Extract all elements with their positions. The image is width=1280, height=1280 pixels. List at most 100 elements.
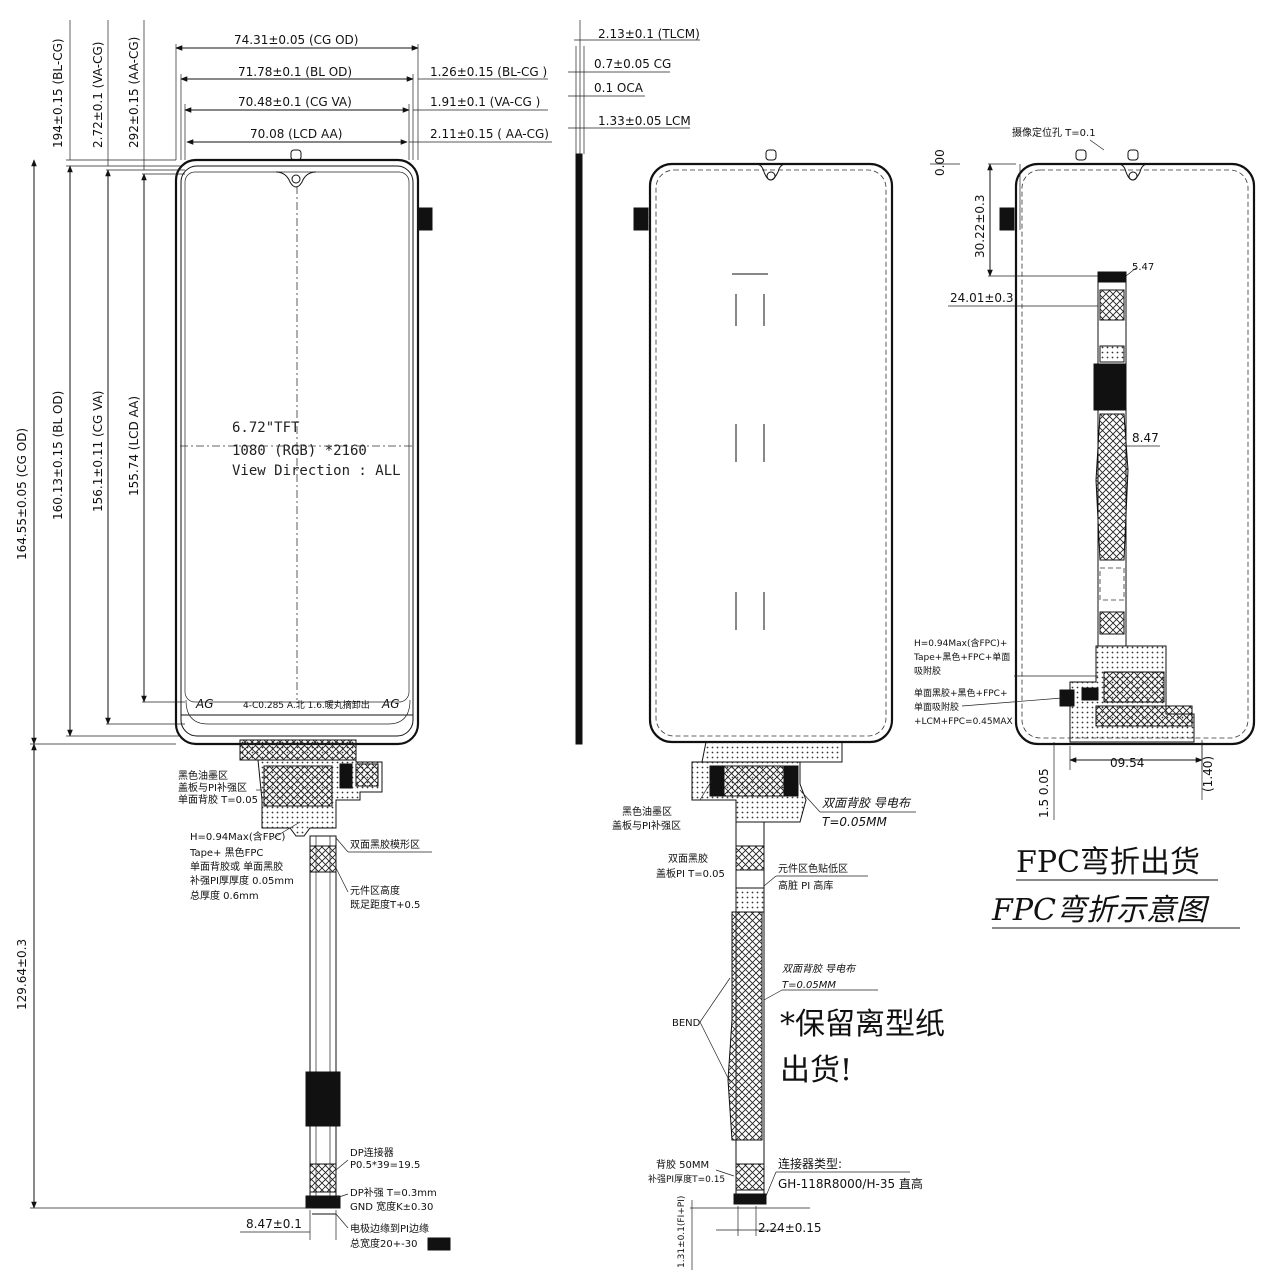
back-note-tape-1: 双面黑胶: [668, 852, 708, 865]
back-fpc-bend-area: [727, 911, 763, 1141]
keep-liner-line-1: *保留离型纸: [780, 1007, 945, 1042]
note-height-1: H=0.94Max(含FPC): [190, 830, 286, 843]
note-height-5: 总厚度 0.6mm: [190, 889, 259, 902]
bottom-note: 4-C0.285 A.北 1.6.暖丸摘卸出: [243, 699, 370, 711]
dim-left-aa-cg: 292±0.15 (AA-CG): [127, 37, 141, 148]
back-note-component-1: 元件区色贴低区: [778, 862, 848, 875]
back-fpc-head: [701, 741, 843, 763]
bend-note-total-3: +LCM+FPC=0.45MAX: [914, 717, 1013, 727]
bend-note-height-3: 吸附胶: [914, 665, 941, 677]
front-view: 6.72"TFT 1080 (RGB) *2160 View Direction…: [15, 20, 552, 1251]
back-note-conductive-2a: 双面背胶 导电布: [782, 963, 857, 975]
note-dp-2: P0.5*39=19.5: [350, 1160, 420, 1171]
front-fpc-black-band: [305, 1071, 341, 1127]
spec-size: 6.72"TFT: [232, 420, 300, 436]
dim-height-cg-od: 164.55±0.05 (CG OD): [15, 428, 29, 560]
front-fpc-tail: [309, 835, 337, 1207]
note-dp-1: DP连接器: [350, 1146, 394, 1159]
bend-dim-30: 30.22±0.3: [973, 195, 987, 259]
back-note-connector-2: GH-118R8000/H-35 直高: [778, 1176, 923, 1191]
note-black-tape: 双面黑胶模形区: [350, 838, 420, 851]
front-fpc-connector-black: [239, 739, 357, 761]
title-fpc-bend-ship: FPC弯折出货: [1016, 845, 1200, 880]
bend-note-height-2: Tape+黑色+FPC+单面: [913, 651, 1010, 663]
dim-bottom-width: 2.24±0.15: [758, 1221, 822, 1235]
note-ink-2: 盖板与PI补强区: [178, 781, 247, 794]
back-note-conductive-1a: 双面背胶 导电布: [822, 796, 912, 810]
dim-fi-pi: 1.31±0.1(FI+PI): [677, 1196, 687, 1268]
front-aa-outline: [184, 171, 410, 703]
corner-mark-right: AG: [381, 697, 400, 711]
note-ink-3: 单面背胶 T=0.05: [178, 793, 258, 806]
front-fpc-reinforce: [263, 765, 333, 807]
dim-bl-od: 71.78±0.1 (BL OD): [238, 65, 352, 79]
note-component-1: 元件区高度: [350, 884, 400, 897]
note-ink-1: 黑色油墨区: [178, 769, 228, 782]
front-notch: [275, 171, 317, 188]
front-camera-hole: [291, 174, 301, 184]
dim-height-bl-od: 160.13±0.15 (BL OD): [51, 391, 65, 520]
back-fpc-connector: [733, 1193, 767, 1205]
dim-cg-od: 74.31±0.05 (CG OD): [234, 33, 358, 47]
bend-fpc-hatch-zone: [1095, 413, 1129, 561]
camera-hole-note: 摄像定位孔 T=0.1: [1012, 126, 1096, 139]
front-bl-outline: [180, 165, 414, 737]
back-fpc-conductive: [709, 765, 799, 797]
dim-left-bl-cg: 194±0.15 (BL-CG): [51, 38, 65, 148]
dim-lcm: 1.33±0.05 LCM: [598, 114, 691, 128]
dim-tlcm: 2.13±0.1 (TLCM): [598, 27, 700, 41]
dim-aa-cg: 2.11±0.15 ( AA-CG): [430, 127, 549, 141]
note-height-2: Tape+ 黑色FPC: [189, 846, 263, 859]
bend-dim-zero: 0.00: [933, 149, 947, 176]
dim-fpc-width: 8.47±0.1: [246, 1217, 302, 1231]
bend-note-total-1: 单面黑胶+黑色+FPC+: [914, 687, 1008, 699]
note-dp-stiffener-2: GND 宽度K±0.30: [350, 1200, 433, 1213]
front-camera-mark: [290, 149, 302, 161]
bend-note-total-2: 单面吸附胶: [914, 701, 959, 713]
note-electrode-1: 电极边缘到PI边缘: [350, 1222, 429, 1235]
back-outline: [648, 162, 894, 744]
bend-dim-15: 1.5 0.05: [1037, 768, 1051, 818]
side-view: 2.13±0.1 (TLCM) 0.7±0.05 CG 0.1 OCA 1.33…: [568, 20, 700, 745]
front-bottom-fillet: [185, 699, 411, 725]
bend-dim-547: 5.47: [1132, 262, 1154, 273]
bend-view: 0.00 30.22±0.3 5.47 24.01±0.3 8.47 09.54…: [913, 126, 1256, 820]
keep-liner-line-2: 出货!: [780, 1053, 852, 1088]
dim-height-cg-va: 156.1±0.11 (CG VA): [91, 391, 105, 512]
spec-view-direction: View Direction : ALL: [232, 463, 401, 479]
dim-cg-thick: 0.7±0.05 CG: [594, 57, 671, 71]
dim-oca: 0.1 OCA: [594, 81, 644, 95]
spec-resolution: 1080 (RGB) *2160: [232, 443, 367, 459]
note-electrode-2: 总宽度20+-30: [350, 1237, 417, 1250]
back-note-ink-2: 盖板与PI补强区: [612, 819, 681, 832]
front-side-key: [417, 207, 433, 231]
bend-note-height-1: H=0.94Max(含FPC)+: [914, 637, 1007, 649]
back-note-ink-1: 黑色油墨区: [622, 805, 672, 818]
dim-bl-cg: 1.26±0.15 (BL-CG ): [430, 65, 547, 79]
back-note-bend: BEND: [672, 1018, 701, 1029]
title-fpc-bend-diagram: FPC弯折示意图: [991, 893, 1210, 928]
dim-lcd-aa: 70.08 (LCD AA): [250, 127, 342, 141]
corner-mark-left: AG: [195, 697, 214, 711]
back-note-connector-1: 连接器类型:: [778, 1156, 842, 1171]
bend-dim-954: 09.54: [1110, 756, 1144, 770]
back-note-component-2: 高脏 PI 高库: [778, 879, 833, 892]
dim-fpc-length: 129.64±0.3: [15, 939, 29, 1010]
back-note-conductive-1b: T=0.05MM: [822, 815, 887, 829]
dim-va-cg: 1.91±0.1 (VA-CG ): [430, 95, 540, 109]
bend-side-key: [999, 207, 1015, 231]
front-fpc-component: [355, 763, 379, 787]
bend-outline: [1014, 162, 1256, 746]
back-note-backing-1: 背胶 50MM: [656, 1158, 709, 1171]
note-height-3: 单面背胶或 单面黑胶: [190, 860, 283, 873]
note-component-2: 既足距度T+0.5: [350, 898, 420, 911]
back-note-conductive-2b: T=0.05MM: [782, 980, 836, 991]
dim-height-lcd-aa: 155.74 (LCD AA): [127, 396, 141, 496]
back-view: 黑色油墨区 盖板与PI补强区 双面背胶 导电布 T=0.05MM 双面黑胶 盖板…: [612, 149, 945, 1270]
front-dp-stiffener: [305, 1195, 341, 1209]
bend-dim-847: 8.47: [1132, 431, 1159, 445]
back-note-backing-2: 补强PI厚度T=0.15: [648, 1173, 725, 1185]
note-dp-stiffener-1: DP补强 T=0.3mm: [350, 1186, 437, 1199]
bend-dim-140: (1.40): [1201, 756, 1215, 792]
